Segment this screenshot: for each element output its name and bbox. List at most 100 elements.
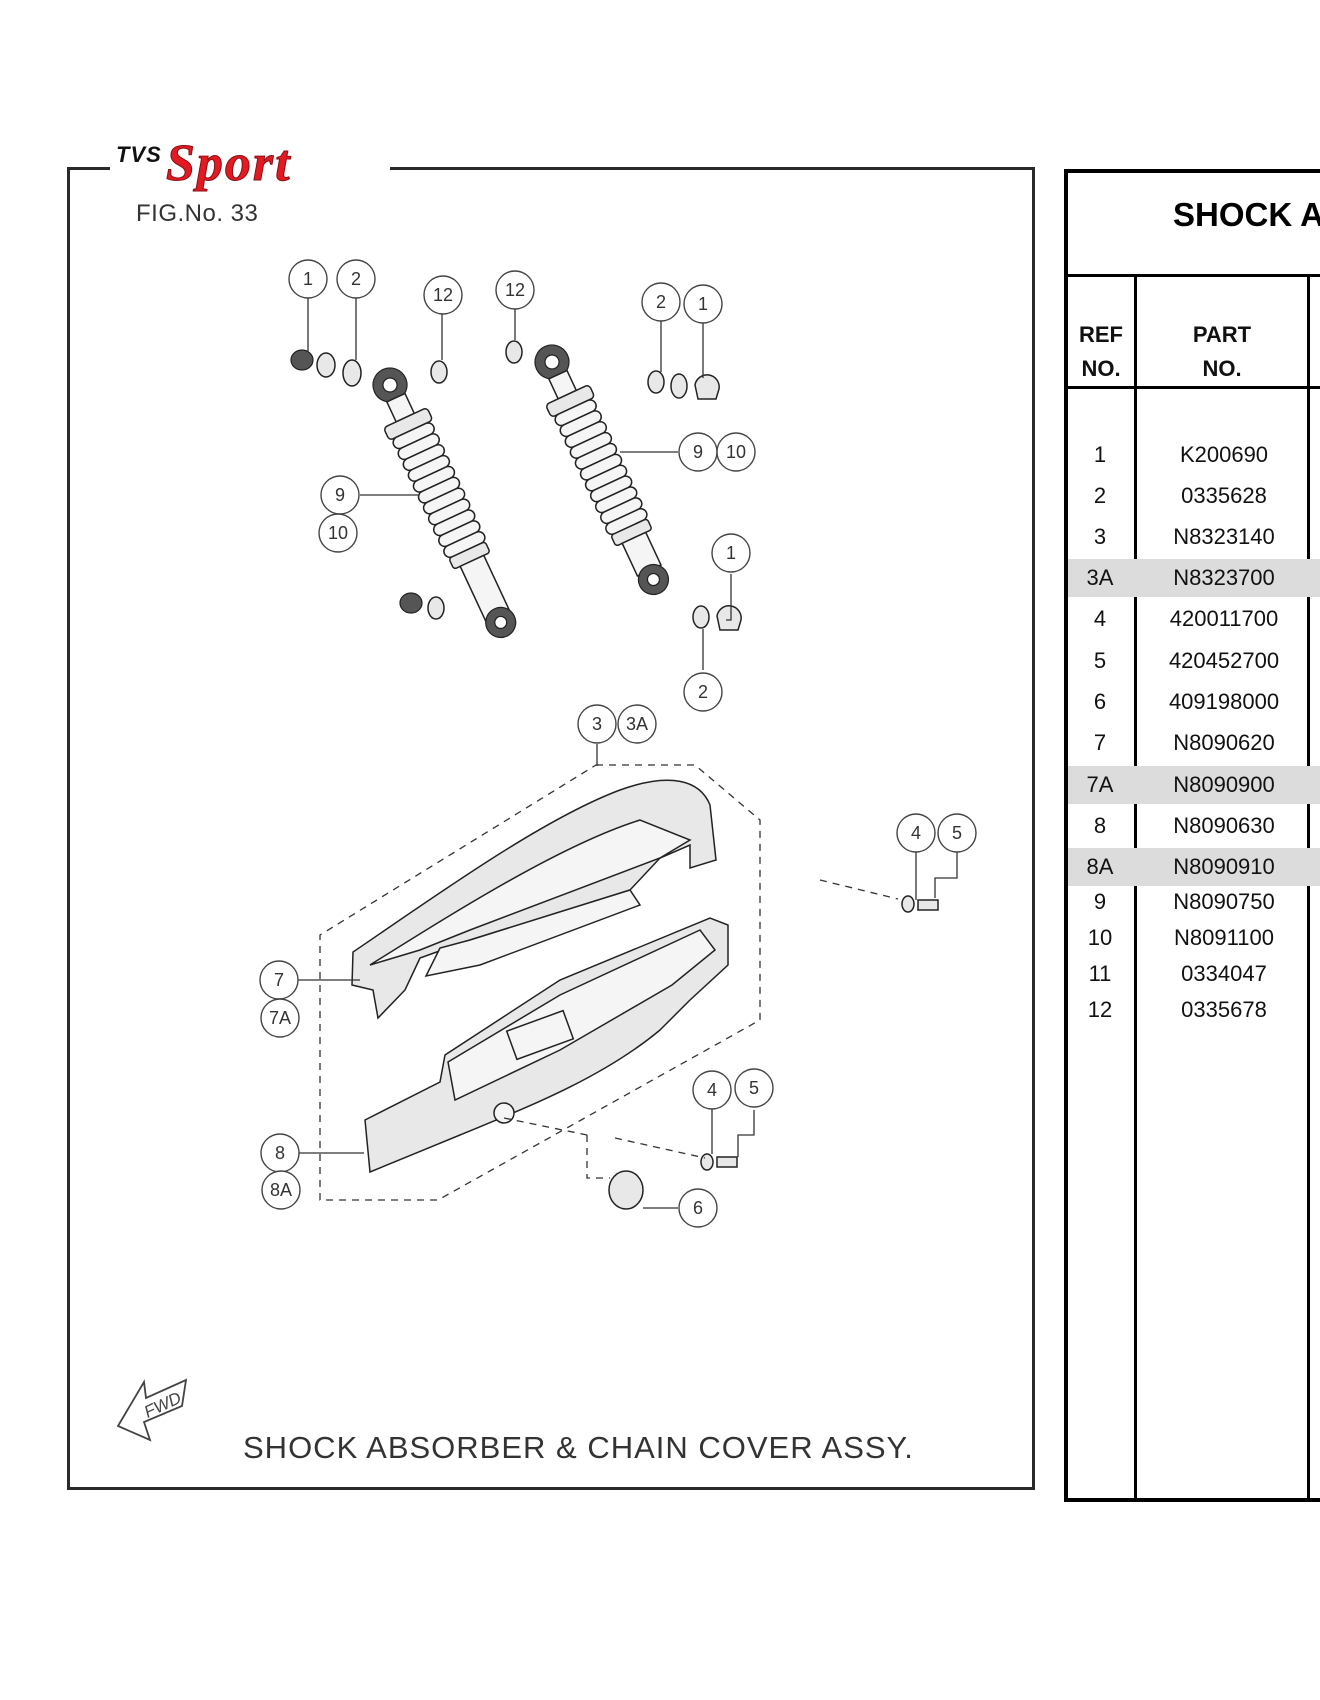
table-row: 11 0334047 bbox=[1068, 955, 1320, 993]
callout-7: 7 bbox=[259, 960, 299, 1000]
forward-arrow-icon: FWD bbox=[116, 1378, 188, 1442]
callout-10b: 10 bbox=[716, 432, 756, 472]
row-ref-no: 3A bbox=[1086, 565, 1114, 590]
callout-5b: 5 bbox=[734, 1068, 774, 1108]
row-part-no: 409198000 bbox=[1168, 689, 1280, 714]
svg-text:5: 5 bbox=[749, 1078, 759, 1098]
callout-2a: 2 bbox=[336, 259, 376, 299]
header-part: PART NO. bbox=[1138, 318, 1306, 386]
svg-text:6: 6 bbox=[693, 1198, 703, 1218]
callout-7A: 7A bbox=[260, 998, 300, 1038]
table-row: 5 420452700 bbox=[1068, 642, 1320, 680]
callout-2c: 2 bbox=[683, 672, 723, 712]
callout-9b: 9 bbox=[678, 432, 718, 472]
figure-frame bbox=[67, 167, 1035, 1490]
header-part-line2: NO. bbox=[1202, 356, 1242, 381]
svg-text:9: 9 bbox=[335, 485, 345, 505]
svg-text:1: 1 bbox=[303, 269, 313, 289]
callout-4a: 4 bbox=[896, 813, 936, 853]
row-part-no: N8090910 bbox=[1173, 854, 1275, 879]
row-ref-no: 8 bbox=[1093, 813, 1107, 838]
header-ref-line1: REF bbox=[1079, 322, 1123, 347]
callout-3: 3 bbox=[577, 704, 617, 744]
table-row: 4 420011700 bbox=[1068, 600, 1320, 638]
row-ref-no: 1 bbox=[1093, 442, 1107, 467]
svg-text:10: 10 bbox=[726, 442, 746, 462]
row-ref-no: 2 bbox=[1093, 483, 1107, 508]
row-part-no: N8090900 bbox=[1173, 772, 1275, 797]
svg-text:4: 4 bbox=[911, 823, 921, 843]
svg-text:3A: 3A bbox=[626, 714, 648, 734]
callout-3A: 3A bbox=[617, 704, 657, 744]
svg-text:4: 4 bbox=[707, 1080, 717, 1100]
row-part-no: N8323700 bbox=[1173, 565, 1275, 590]
row-ref-no: 6 bbox=[1093, 689, 1107, 714]
header-ref-line2: NO. bbox=[1081, 356, 1121, 381]
row-ref-no: 4 bbox=[1093, 606, 1107, 631]
row-ref-no: 3 bbox=[1093, 524, 1107, 549]
row-part-no: K200690 bbox=[1179, 442, 1269, 467]
row-part-no: 420011700 bbox=[1169, 606, 1279, 631]
svg-text:8A: 8A bbox=[270, 1180, 292, 1200]
row-part-no: N8090620 bbox=[1173, 730, 1275, 755]
callout-12b: 12 bbox=[495, 270, 535, 310]
header-part-line1: PART bbox=[1192, 322, 1252, 347]
callout-1b: 1 bbox=[683, 284, 723, 324]
table-column-divider-1 bbox=[1134, 277, 1137, 1502]
table-row: 9 N8090750 bbox=[1068, 883, 1320, 921]
svg-text:3: 3 bbox=[592, 714, 602, 734]
table-row: 6 409198000 bbox=[1068, 683, 1320, 721]
row-ref-no: 10 bbox=[1087, 925, 1113, 950]
table-column-divider-2 bbox=[1307, 277, 1310, 1502]
figure-caption: SHOCK ABSORBER & CHAIN COVER ASSY. bbox=[243, 1430, 914, 1465]
callout-10a: 10 bbox=[318, 513, 358, 553]
row-ref-no: 11 bbox=[1088, 961, 1112, 986]
row-part-no: N8323140 bbox=[1173, 524, 1275, 549]
brand-name: Sport bbox=[166, 135, 292, 193]
callout-4b: 4 bbox=[692, 1070, 732, 1110]
svg-text:9: 9 bbox=[693, 442, 703, 462]
svg-text:7A: 7A bbox=[269, 1008, 291, 1028]
callout-2b: 2 bbox=[641, 282, 681, 322]
svg-text:7: 7 bbox=[274, 970, 284, 990]
header-ref: REF NO. bbox=[1068, 318, 1134, 386]
brand-logo: TVS Sport bbox=[110, 135, 390, 193]
callout-6: 6 bbox=[678, 1188, 718, 1228]
row-part-no: 0335678 bbox=[1181, 997, 1267, 1022]
brand-prefix: TVS bbox=[116, 142, 162, 167]
callout-12a: 12 bbox=[423, 275, 463, 315]
row-ref-no: 5 bbox=[1093, 648, 1107, 673]
svg-text:12: 12 bbox=[505, 280, 525, 300]
svg-text:2: 2 bbox=[351, 269, 361, 289]
callout-9a: 9 bbox=[320, 475, 360, 515]
table-row: 3A N8323700 bbox=[1068, 559, 1320, 597]
table-row: 2 0335628 bbox=[1068, 477, 1320, 515]
table-row: 10 N8091100 bbox=[1068, 919, 1320, 957]
row-part-no: 0334047 bbox=[1181, 961, 1267, 986]
hardware-top bbox=[290, 340, 939, 1210]
svg-text:1: 1 bbox=[698, 294, 708, 314]
callout-1c: 1 bbox=[711, 533, 751, 573]
row-part-no: 420452700 bbox=[1168, 648, 1280, 673]
svg-text:2: 2 bbox=[656, 292, 666, 312]
row-ref-no: 7 bbox=[1093, 730, 1107, 755]
parts-table-frame bbox=[1064, 169, 1320, 1502]
callout-1a: 1 bbox=[288, 259, 328, 299]
svg-text:12: 12 bbox=[433, 285, 453, 305]
callout-8: 8 bbox=[260, 1133, 300, 1173]
row-part-no: N8090750 bbox=[1173, 889, 1275, 914]
svg-text:5: 5 bbox=[952, 823, 962, 843]
row-part-no: 0335628 bbox=[1181, 483, 1267, 508]
svg-text:2: 2 bbox=[698, 682, 708, 702]
row-ref-no: 9 bbox=[1093, 889, 1107, 914]
table-row: 3 N8323140 bbox=[1068, 518, 1320, 556]
right-shock-absorber bbox=[534, 344, 670, 596]
row-part-no: N8091100 bbox=[1174, 925, 1274, 950]
table-row: 7 N8090620 bbox=[1068, 724, 1320, 762]
callout-5a: 5 bbox=[937, 813, 977, 853]
